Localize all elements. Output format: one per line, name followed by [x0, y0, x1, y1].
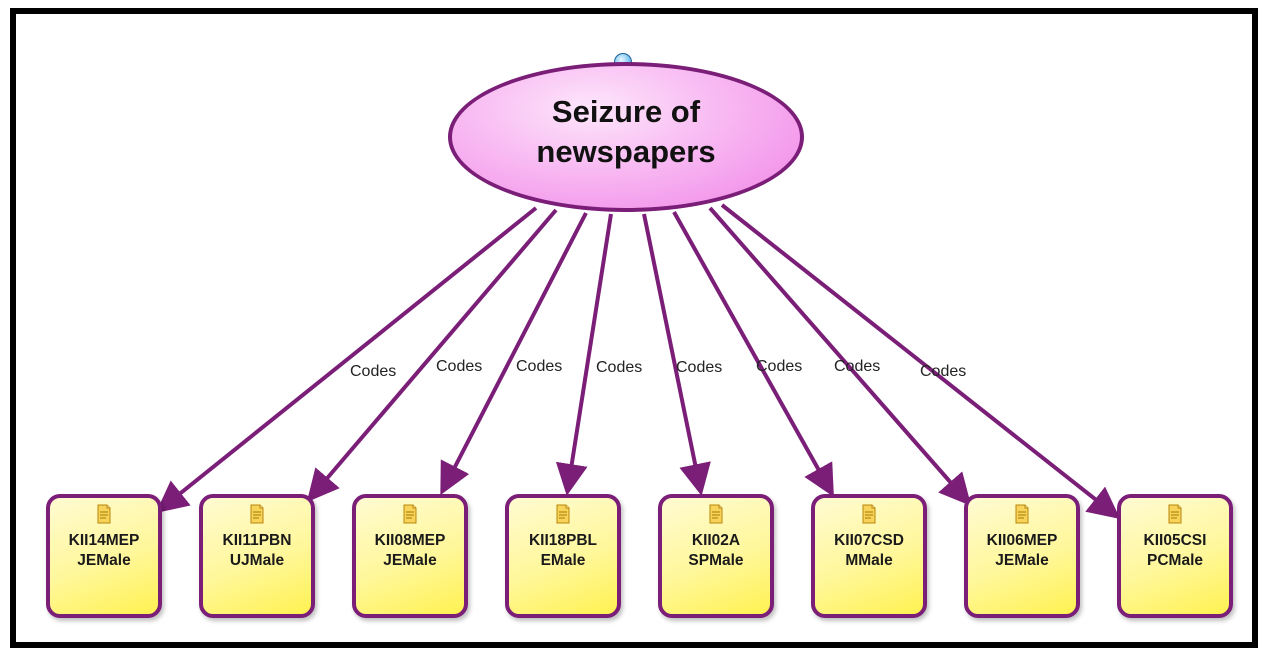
edge-label-codes: Codes	[676, 359, 722, 376]
document-icon	[1168, 504, 1182, 524]
child-node[interactable]: KII05CSI PCMale	[1117, 494, 1233, 618]
connector-arrow[interactable]	[440, 212, 588, 496]
document-icon	[250, 504, 264, 524]
child-node[interactable]: KII07CSD MMale	[811, 494, 927, 618]
connector-arrow[interactable]	[708, 206, 972, 507]
connector-arrow[interactable]	[720, 203, 1121, 519]
edge-label-codes: Codes	[920, 363, 966, 380]
child-node[interactable]: KII11PBN UJMale	[199, 494, 315, 618]
edge-label-codes: Codes	[756, 358, 802, 375]
edge-label-codes: Codes	[350, 363, 396, 380]
child-node[interactable]: KII18PBL EMale	[505, 494, 621, 618]
central-topic-node[interactable]: Seizure of newspapers	[448, 62, 804, 212]
document-icon	[1015, 504, 1029, 524]
edge-label-codes: Codes	[516, 358, 562, 375]
document-icon	[709, 504, 723, 524]
child-node-label: KII11PBN UJMale	[222, 532, 292, 569]
edge-label-codes: Codes	[596, 359, 642, 376]
document-icon	[862, 504, 876, 524]
document-icon	[97, 504, 111, 524]
child-node[interactable]: KII02A SPMale	[658, 494, 774, 618]
central-topic-title: Seizure of newspapers	[536, 94, 716, 169]
child-node-label: KII05CSI PCMale	[1143, 532, 1207, 569]
child-node-label: KII18PBL EMale	[528, 532, 598, 569]
connector-arrow[interactable]	[555, 213, 613, 496]
document-icon	[403, 504, 417, 524]
document-icon	[556, 504, 570, 524]
child-node[interactable]: KII14MEP JEMale	[46, 494, 162, 618]
child-node-label: KII02A SPMale	[688, 532, 744, 569]
connector-arrow[interactable]	[155, 206, 538, 514]
connector-arrow[interactable]	[642, 213, 711, 496]
child-node-label: KII07CSD MMale	[834, 532, 904, 569]
child-node-label: KII08MEP JEMale	[374, 532, 446, 569]
child-node[interactable]: KII06MEP JEMale	[964, 494, 1080, 618]
child-node[interactable]: KII08MEP JEMale	[352, 494, 468, 618]
child-node-label: KII14MEP JEMale	[68, 532, 140, 569]
edge-label-codes: Codes	[834, 358, 880, 375]
edge-label-codes: Codes	[436, 358, 482, 375]
connector-arrow[interactable]	[306, 208, 558, 503]
child-node-label: KII06MEP JEMale	[986, 532, 1058, 569]
connector-arrow[interactable]	[672, 211, 834, 497]
